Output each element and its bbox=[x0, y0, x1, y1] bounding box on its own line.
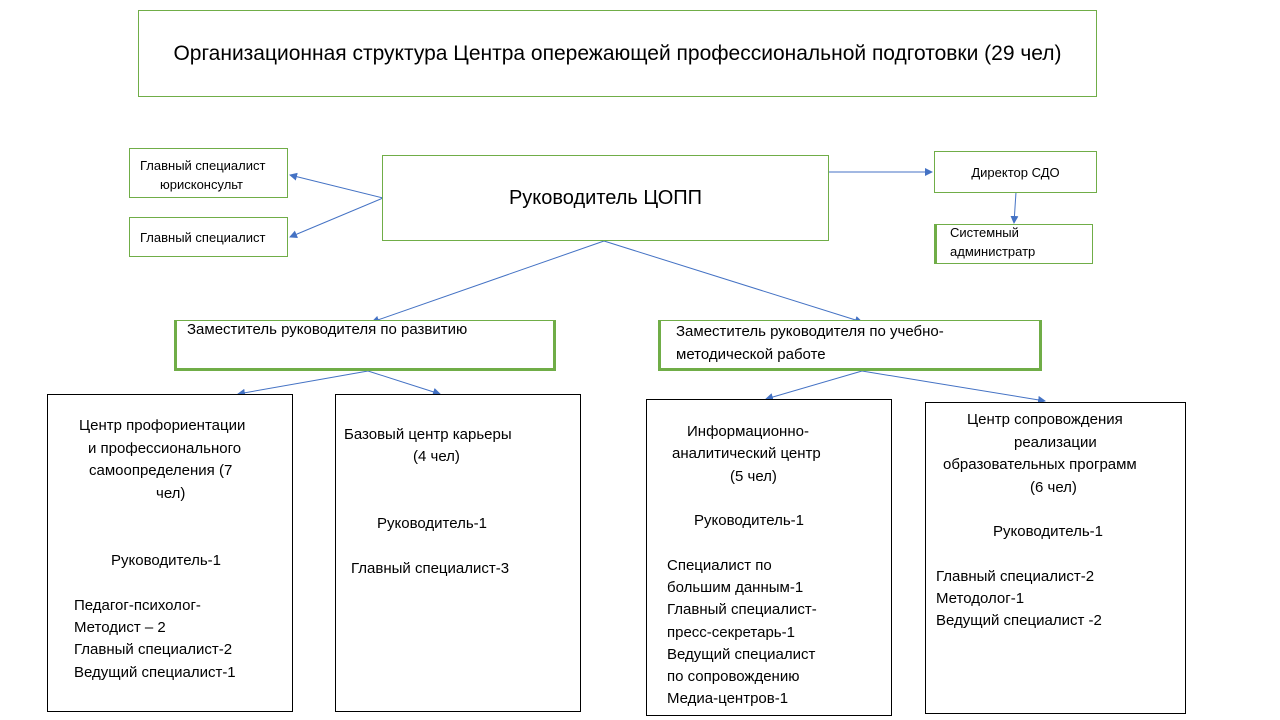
head-label: Руководитель ЦОПП bbox=[508, 186, 703, 209]
deputy-methodical-label-2: методической работе bbox=[676, 346, 826, 363]
sysadmin-label-2: администратр bbox=[950, 244, 1036, 259]
career-guidance-center-box: Центр профориентации и профессионального… bbox=[47, 394, 293, 712]
arrow-head-to-deputy-development bbox=[371, 240, 605, 324]
support-head: Руководитель-1 bbox=[993, 523, 1103, 540]
deputy-methodical-box: Заместитель руководителя по учебно- мето… bbox=[658, 320, 1042, 371]
arrow-head-to-legal bbox=[289, 172, 384, 199]
title-box: Организационная структура Центра опережа… bbox=[138, 10, 1097, 97]
deputy-methodical-label-1: Заместитель руководителя по учебно- bbox=[676, 323, 944, 340]
career-center-box: Базовый центр карьеры (4 чел) Руководите… bbox=[335, 394, 581, 712]
support-name-1: Центр сопровождения bbox=[967, 411, 1123, 428]
support-center-box: Центр сопровождения реализации образоват… bbox=[925, 402, 1186, 714]
analytics-staff-1: Специалист по bbox=[667, 557, 772, 574]
sysadmin-label-1: Системный bbox=[950, 225, 1019, 240]
analytics-staff-5: Ведущий специалист bbox=[667, 646, 816, 663]
support-staff-2: Методолог-1 bbox=[936, 590, 1025, 607]
career-center-name-1: Базовый центр карьеры bbox=[344, 426, 512, 443]
head-box: Руководитель ЦОПП bbox=[382, 155, 829, 241]
analytics-staff-6: по сопровождению bbox=[667, 668, 800, 685]
arrow-director-to-sysadmin bbox=[1010, 191, 1019, 224]
analytics-name-2: аналитический центр bbox=[672, 445, 821, 462]
career-center-head: Руководитель-1 bbox=[377, 515, 487, 532]
arrow-dev-to-career-center bbox=[367, 370, 441, 396]
analytics-staff-4: пресс-секретарь-1 bbox=[667, 624, 795, 641]
career-guidance-head: Руководитель-1 bbox=[111, 552, 221, 569]
analytics-staff-3: Главный специалист- bbox=[667, 601, 817, 618]
legal-counsel-box: Главный специалист юрисконсульт bbox=[129, 148, 288, 198]
analytics-center-box: Информационно- аналитический центр (5 че… bbox=[646, 399, 892, 716]
arrow-meth-to-analytics bbox=[765, 370, 863, 401]
support-name-2: реализации bbox=[1014, 434, 1097, 451]
support-name-4: (6 чел) bbox=[1030, 479, 1077, 496]
support-staff-3: Ведущий специалист -2 bbox=[936, 612, 1102, 629]
legal-counsel-label-1: Главный специалист bbox=[140, 158, 266, 173]
deputy-development-box: Заместитель руководителя по развитию bbox=[174, 320, 556, 371]
analytics-staff-7: Медиа-центров-1 bbox=[667, 690, 789, 707]
analytics-name-1: Информационно- bbox=[687, 423, 809, 440]
chief-specialist-label: Главный специалист bbox=[140, 230, 266, 245]
page-title: Организационная структура Центра опережа… bbox=[173, 41, 1062, 65]
sysadmin-box: Системный администратр bbox=[934, 224, 1093, 264]
arrow-meth-to-support bbox=[861, 370, 1046, 404]
career-guidance-staff-4: Ведущий специалист-1 bbox=[74, 664, 236, 681]
analytics-head: Руководитель-1 bbox=[694, 512, 804, 529]
career-center-staff-1: Главный специалист-3 bbox=[351, 560, 510, 577]
director-label: Директор СДО bbox=[971, 164, 1060, 180]
arrow-dev-to-career-guidance bbox=[237, 370, 369, 397]
analytics-name-3: (5 чел) bbox=[730, 468, 777, 485]
support-name-3: образовательных программ bbox=[943, 456, 1137, 473]
support-staff-1: Главный специалист-2 bbox=[936, 568, 1095, 585]
career-guidance-staff-1: Педагог-психолог- bbox=[74, 597, 201, 614]
deputy-development-label: Заместитель руководителя по развитию bbox=[187, 321, 468, 338]
legal-counsel-label-2: юрисконсульт bbox=[160, 177, 243, 192]
career-guidance-staff-2: Методист – 2 bbox=[74, 619, 166, 636]
arrow-head-to-deputy-methodical bbox=[603, 240, 863, 324]
arrow-head-to-specialist bbox=[289, 197, 384, 238]
career-guidance-staff-3: Главный специалист-2 bbox=[74, 641, 233, 658]
career-guidance-name-4: чел) bbox=[156, 485, 186, 502]
director-box: Директор СДО bbox=[934, 151, 1097, 193]
career-guidance-name-3: самоопределения (7 bbox=[89, 462, 233, 479]
career-center-name-2: (4 чел) bbox=[413, 448, 460, 465]
analytics-staff-2: большим данным-1 bbox=[667, 579, 804, 596]
career-guidance-name-1: Центр профориентации bbox=[79, 417, 246, 434]
chief-specialist-box: Главный специалист bbox=[129, 217, 288, 257]
career-guidance-name-2: и профессионального bbox=[88, 440, 242, 457]
